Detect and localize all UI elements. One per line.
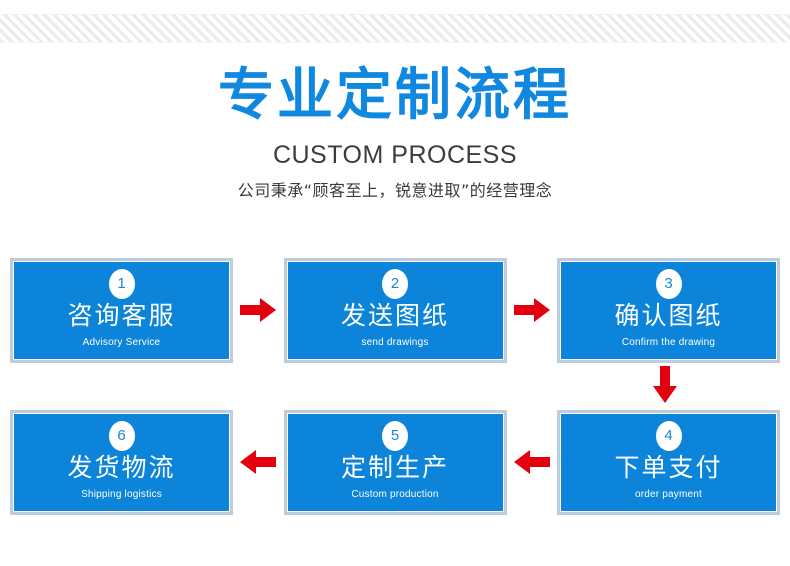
step-card-5[interactable]: 5 定制生产 Custom production [283, 409, 507, 515]
step-label-en: order payment [634, 489, 703, 500]
step-label-en: Confirm the drawing [621, 337, 716, 348]
step-label-en: Custom production [351, 489, 439, 500]
flow-row-2: 6 发货物流 Shipping logistics 5 定制生产 Custom … [0, 407, 790, 517]
step-number-badge: 6 [108, 421, 135, 451]
step-number-badge: 5 [382, 421, 408, 451]
top-stripe-band [0, 14, 790, 43]
step-label-cn: 下单支付 [614, 453, 723, 482]
step-card-6[interactable]: 6 发货物流 Shipping logistics [10, 409, 233, 515]
arrow-down-icon [652, 365, 678, 409]
flow-connector-2 [507, 297, 558, 323]
arrow-right-icon [240, 297, 277, 323]
arrow-left-icon [513, 449, 550, 475]
step-label-cn: 发货物流 [67, 453, 176, 482]
step-number-badge: 1 [108, 269, 135, 299]
page-subtitle-en: CUSTOM PROCESS [272, 141, 518, 169]
flow-connector-5 [507, 449, 558, 475]
step-label-cn: 确认图纸 [614, 301, 723, 330]
step-card-1[interactable]: 1 咨询客服 Advisory Service [10, 257, 233, 363]
page-title: 专业定制流程 [218, 63, 572, 128]
arrow-left-icon [240, 449, 277, 475]
flow-row-1: 1 咨询客服 Advisory Service 2 发送图纸 send draw… [0, 255, 790, 365]
step-card-2[interactable]: 2 发送图纸 send drawings [283, 257, 507, 363]
flow-connector-1 [233, 297, 284, 323]
step-label-cn: 发送图纸 [340, 301, 449, 330]
flow-connector-4 [233, 449, 284, 475]
step-label-en: send drawings [361, 337, 429, 348]
step-label-en: Shipping logistics [81, 489, 162, 500]
step-card-4[interactable]: 4 下单支付 order payment [557, 409, 780, 515]
step-number-badge: 3 [655, 269, 682, 299]
header-block: 专业定制流程 CUSTOM PROCESS 公司秉承“顾客至上，锐意进取”的经营… [0, 62, 790, 202]
step-label-cn: 定制生产 [340, 453, 449, 482]
arrow-right-icon [513, 297, 550, 323]
step-label-cn: 咨询客服 [67, 301, 176, 330]
step-label-en: Advisory Service [82, 337, 161, 348]
step-number-badge: 4 [655, 421, 682, 451]
page-tagline: 公司秉承“顾客至上，锐意进取”的经营理念 [237, 181, 553, 200]
process-flow: 1 咨询客服 Advisory Service 2 发送图纸 send draw… [0, 255, 790, 517]
flow-connector-3 [640, 365, 690, 409]
step-number-badge: 2 [382, 269, 408, 299]
step-card-3[interactable]: 3 确认图纸 Confirm the drawing [557, 257, 780, 363]
